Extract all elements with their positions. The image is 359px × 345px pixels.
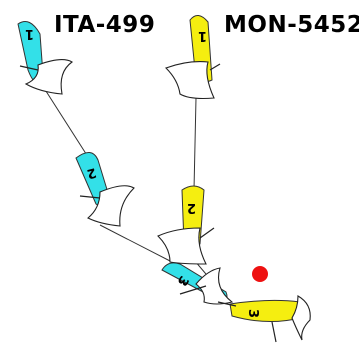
ita-boat-1: 1 — [17, 21, 74, 95]
mon-boom-1 — [209, 63, 221, 71]
mon-pos-3: 3 — [245, 309, 260, 318]
ita-boom-3 — [179, 285, 207, 295]
ita-boat-2: 2 — [75, 152, 135, 227]
ita-sail-2 — [87, 185, 135, 227]
mon-pos-1: 1 — [198, 28, 207, 43]
mon-pos-2: 2 — [187, 200, 196, 215]
mon-sail-3 — [291, 295, 311, 341]
mon-sail-1 — [165, 61, 215, 100]
track-ita — [43, 87, 173, 263]
ita-pos-1: 1 — [25, 26, 34, 41]
boat-label-mon: MON-5452 — [224, 12, 359, 38]
mon-boom-2 — [199, 227, 215, 239]
mon-boom-3 — [271, 321, 277, 343]
ita-sail-1 — [24, 59, 74, 95]
ita-boom-1 — [19, 65, 39, 71]
mon-boat-1: 1 — [165, 15, 221, 100]
mon-sail-2 — [157, 227, 207, 265]
mon-tiller-3 — [217, 301, 237, 307]
ita-boom-2 — [79, 195, 101, 199]
mon-boat-3: 3 — [217, 295, 311, 343]
ita-pos-2: 2 — [85, 164, 98, 181]
ita-boat-3: 3 — [161, 262, 234, 305]
boat-label-ita: ITA-499 — [54, 12, 156, 38]
mark-buoy — [252, 266, 268, 282]
mon-boat-2: 2 — [157, 185, 215, 265]
ita-sail-3 — [195, 267, 234, 305]
